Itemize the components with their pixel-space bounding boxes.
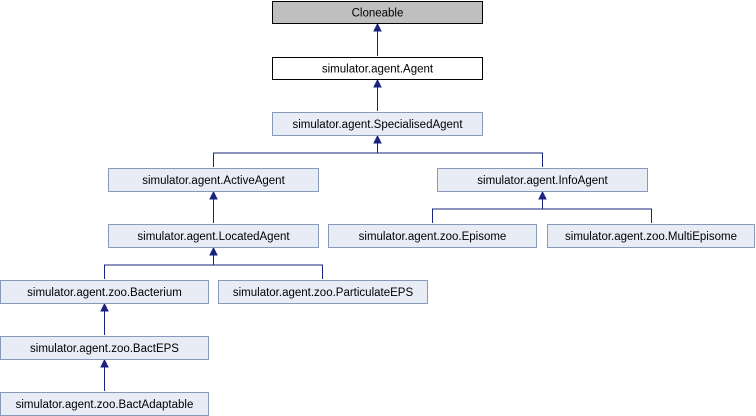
node-episome[interactable]: simulator.agent.zoo.Episome bbox=[328, 224, 537, 248]
node-label: simulator.agent.InfoAgent bbox=[477, 175, 608, 187]
node-label: simulator.agent.zoo.ParticulateEPS bbox=[233, 287, 414, 299]
arrowhead-icon bbox=[373, 22, 382, 32]
node-label: simulator.agent.Agent bbox=[322, 64, 434, 76]
node-agent: simulator.agent.Agent bbox=[272, 57, 483, 80]
arrowhead-icon bbox=[100, 302, 109, 312]
node-specialised-agent[interactable]: simulator.agent.SpecialisedAgent bbox=[272, 112, 483, 136]
node-bact-adaptable[interactable]: simulator.agent.zoo.BactAdaptable bbox=[0, 392, 209, 416]
node-label: simulator.agent.zoo.Bacterium bbox=[27, 287, 182, 299]
node-located-agent[interactable]: simulator.agent.LocatedAgent bbox=[108, 224, 319, 248]
arrowhead-icon bbox=[209, 190, 218, 200]
node-active-agent[interactable]: simulator.agent.ActiveAgent bbox=[108, 168, 319, 192]
node-multi-episome[interactable]: simulator.agent.zoo.MultiEpisome bbox=[547, 224, 755, 248]
inheritance-edges bbox=[100, 22, 652, 391]
node-label: simulator.agent.ActiveAgent bbox=[142, 175, 285, 187]
arrowhead-icon bbox=[373, 78, 382, 88]
node-bacterium[interactable]: simulator.agent.zoo.Bacterium bbox=[0, 280, 209, 304]
edge-bacterium-located bbox=[104, 253, 323, 279]
node-label: simulator.agent.zoo.MultiEpisome bbox=[565, 231, 737, 243]
arrowhead-icon bbox=[209, 246, 218, 256]
node-label: Cloneable bbox=[352, 8, 404, 20]
edge-episome-info bbox=[432, 197, 652, 223]
arrowhead-icon bbox=[373, 134, 382, 144]
node-cloneable: Cloneable bbox=[272, 1, 483, 24]
edge-active-info-specialised bbox=[213, 141, 543, 167]
node-label: simulator.agent.zoo.BactEPS bbox=[30, 343, 179, 355]
arrowhead-icon bbox=[100, 358, 109, 368]
node-label: simulator.agent.zoo.BactAdaptable bbox=[16, 399, 194, 411]
node-particulate-eps[interactable]: simulator.agent.zoo.ParticulateEPS bbox=[218, 280, 428, 304]
node-label: simulator.agent.SpecialisedAgent bbox=[292, 119, 463, 131]
arrowhead-icon bbox=[538, 190, 547, 200]
node-label: simulator.agent.zoo.Episome bbox=[359, 231, 507, 243]
node-label: simulator.agent.LocatedAgent bbox=[137, 231, 290, 243]
node-info-agent[interactable]: simulator.agent.InfoAgent bbox=[437, 168, 648, 192]
node-bact-eps[interactable]: simulator.agent.zoo.BactEPS bbox=[0, 336, 209, 360]
